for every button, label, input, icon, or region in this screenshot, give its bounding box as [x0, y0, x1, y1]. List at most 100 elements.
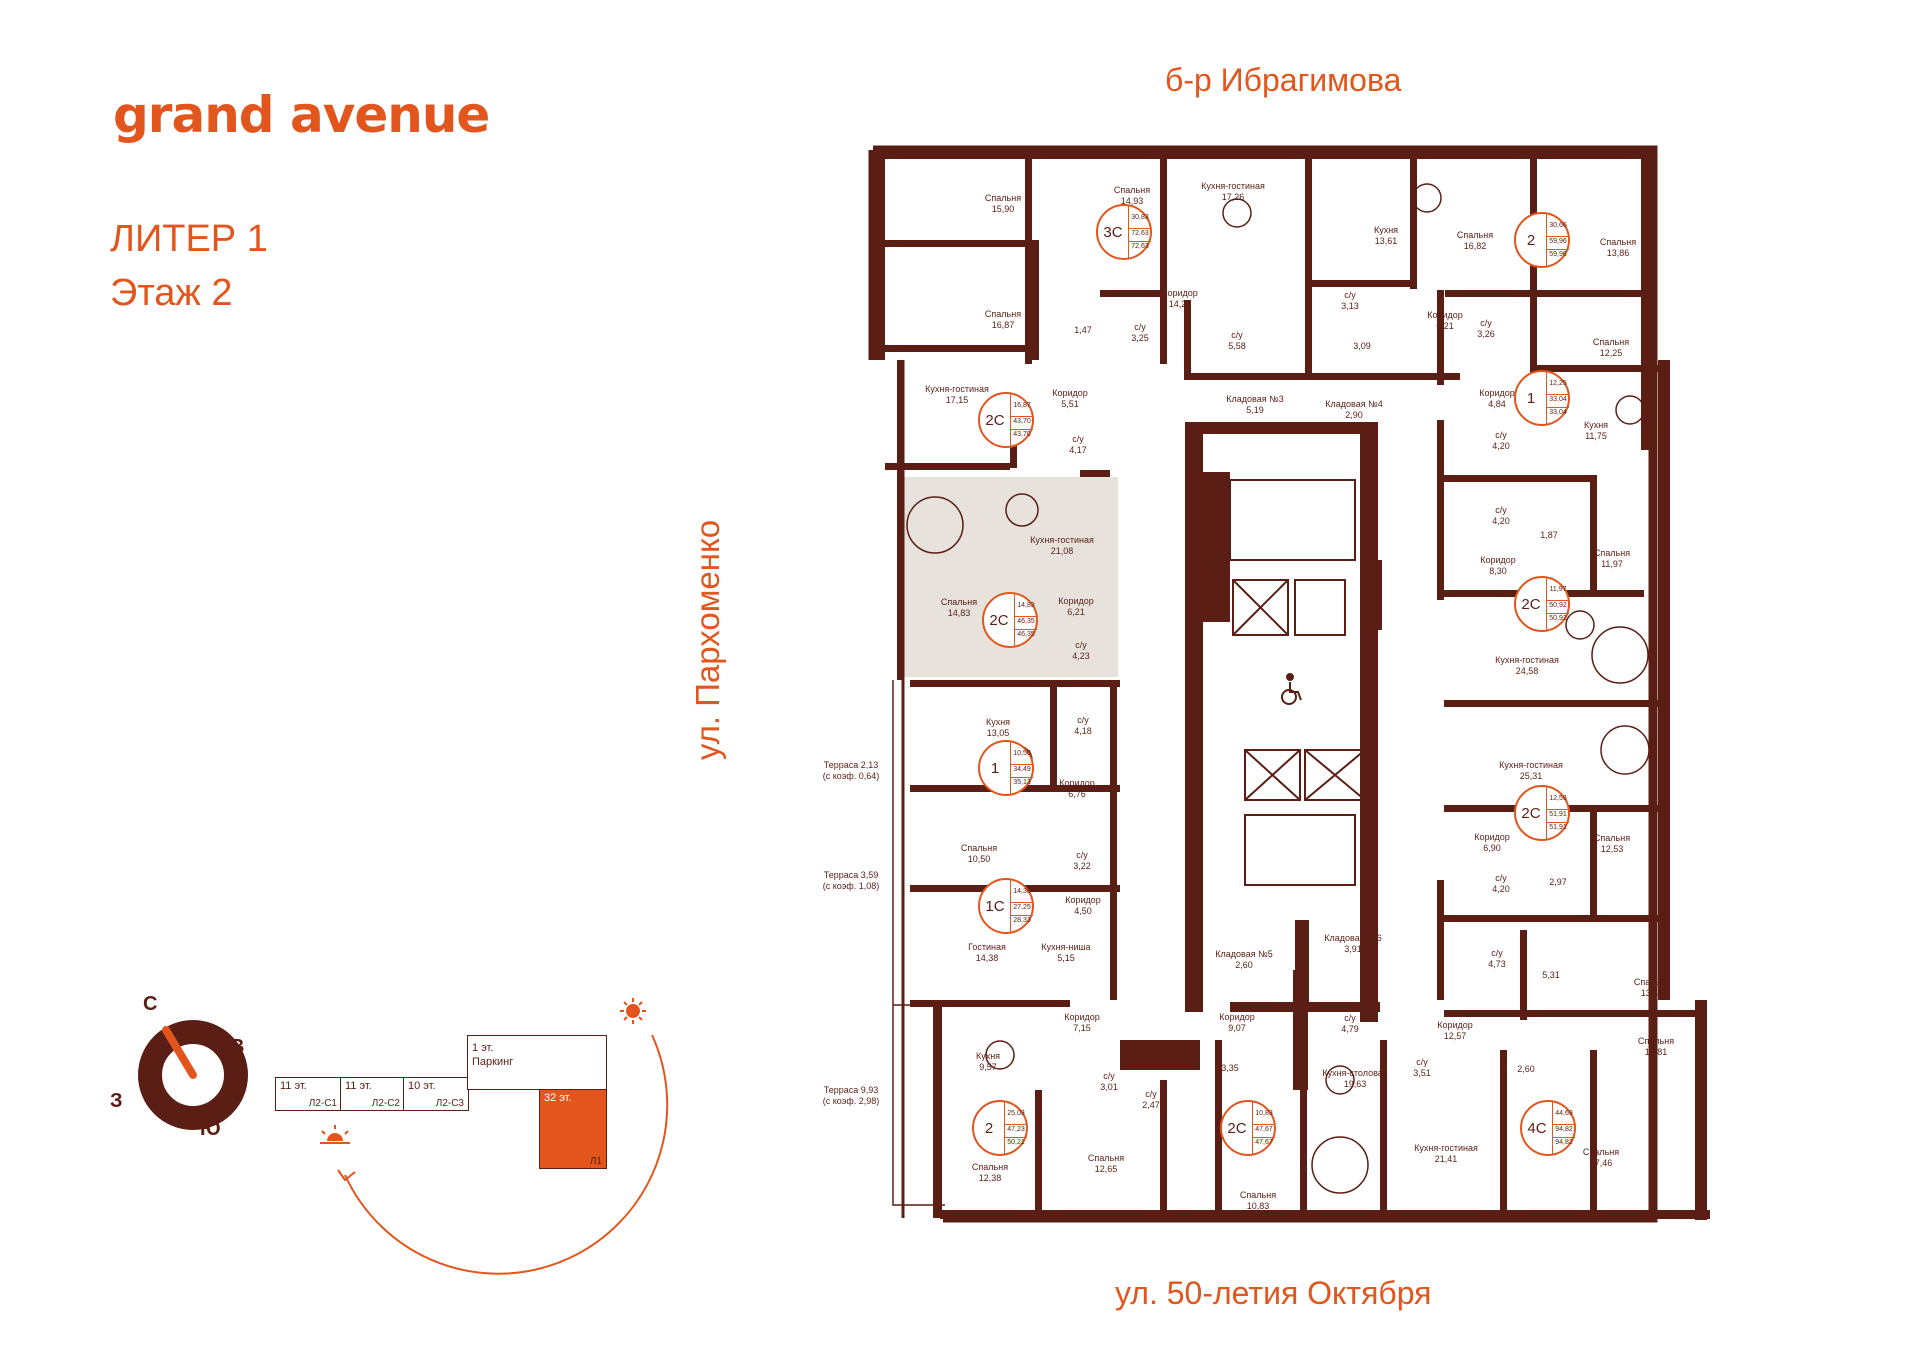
room-label: 2,97 [1549, 877, 1567, 887]
room-label: 1,47 [1074, 325, 1092, 335]
street-north: б-р Ибрагимова [1165, 62, 1402, 98]
street-south: ул. 50-летия Октября [1115, 1275, 1432, 1311]
terrace-label-1: Терраса 2,13(с коэф. 0,64) [822, 760, 880, 781]
room-label: 5,31 [1542, 970, 1560, 980]
room-label: 3,35 [1221, 1063, 1239, 1073]
sun-path-arc [344, 1034, 669, 1275]
wheelchair-icon [1281, 673, 1302, 705]
floor-title: Этаж 2 [110, 272, 233, 314]
terrace-label-2: Терраса 3,59(с коэф. 1,08) [822, 870, 880, 891]
room-label: 3,09 [1353, 341, 1371, 351]
terrace-label-3: Терраса 9,93(с коэф. 2,98) [822, 1085, 880, 1106]
keyplan-parking: 1 эт. Паркинг [467, 1035, 607, 1090]
keyplan-section-3: 10 эт. Л2-С3 [403, 1077, 469, 1111]
compass-east: В [230, 1036, 245, 1058]
keyplan-section-2: 11 эт. Л2-С2 [340, 1077, 405, 1111]
room-label: 1,87 [1540, 530, 1558, 540]
keyplan-current-building: 32 эт. Л1 [539, 1089, 607, 1169]
compass-south: Ю [200, 1118, 221, 1140]
compass-north: С [143, 993, 158, 1015]
compass-icon [138, 1020, 248, 1130]
sun-icon [620, 998, 646, 1024]
liter-title: ЛИТЕР 1 [110, 218, 268, 260]
keyplan-section-1: 11 эт. Л2-С1 [275, 1077, 342, 1111]
brand-logo: grand avenue [113, 86, 490, 144]
room-label: 2,60 [1517, 1064, 1535, 1074]
sunset-icon [320, 1125, 350, 1144]
compass-west: З [110, 1090, 123, 1112]
